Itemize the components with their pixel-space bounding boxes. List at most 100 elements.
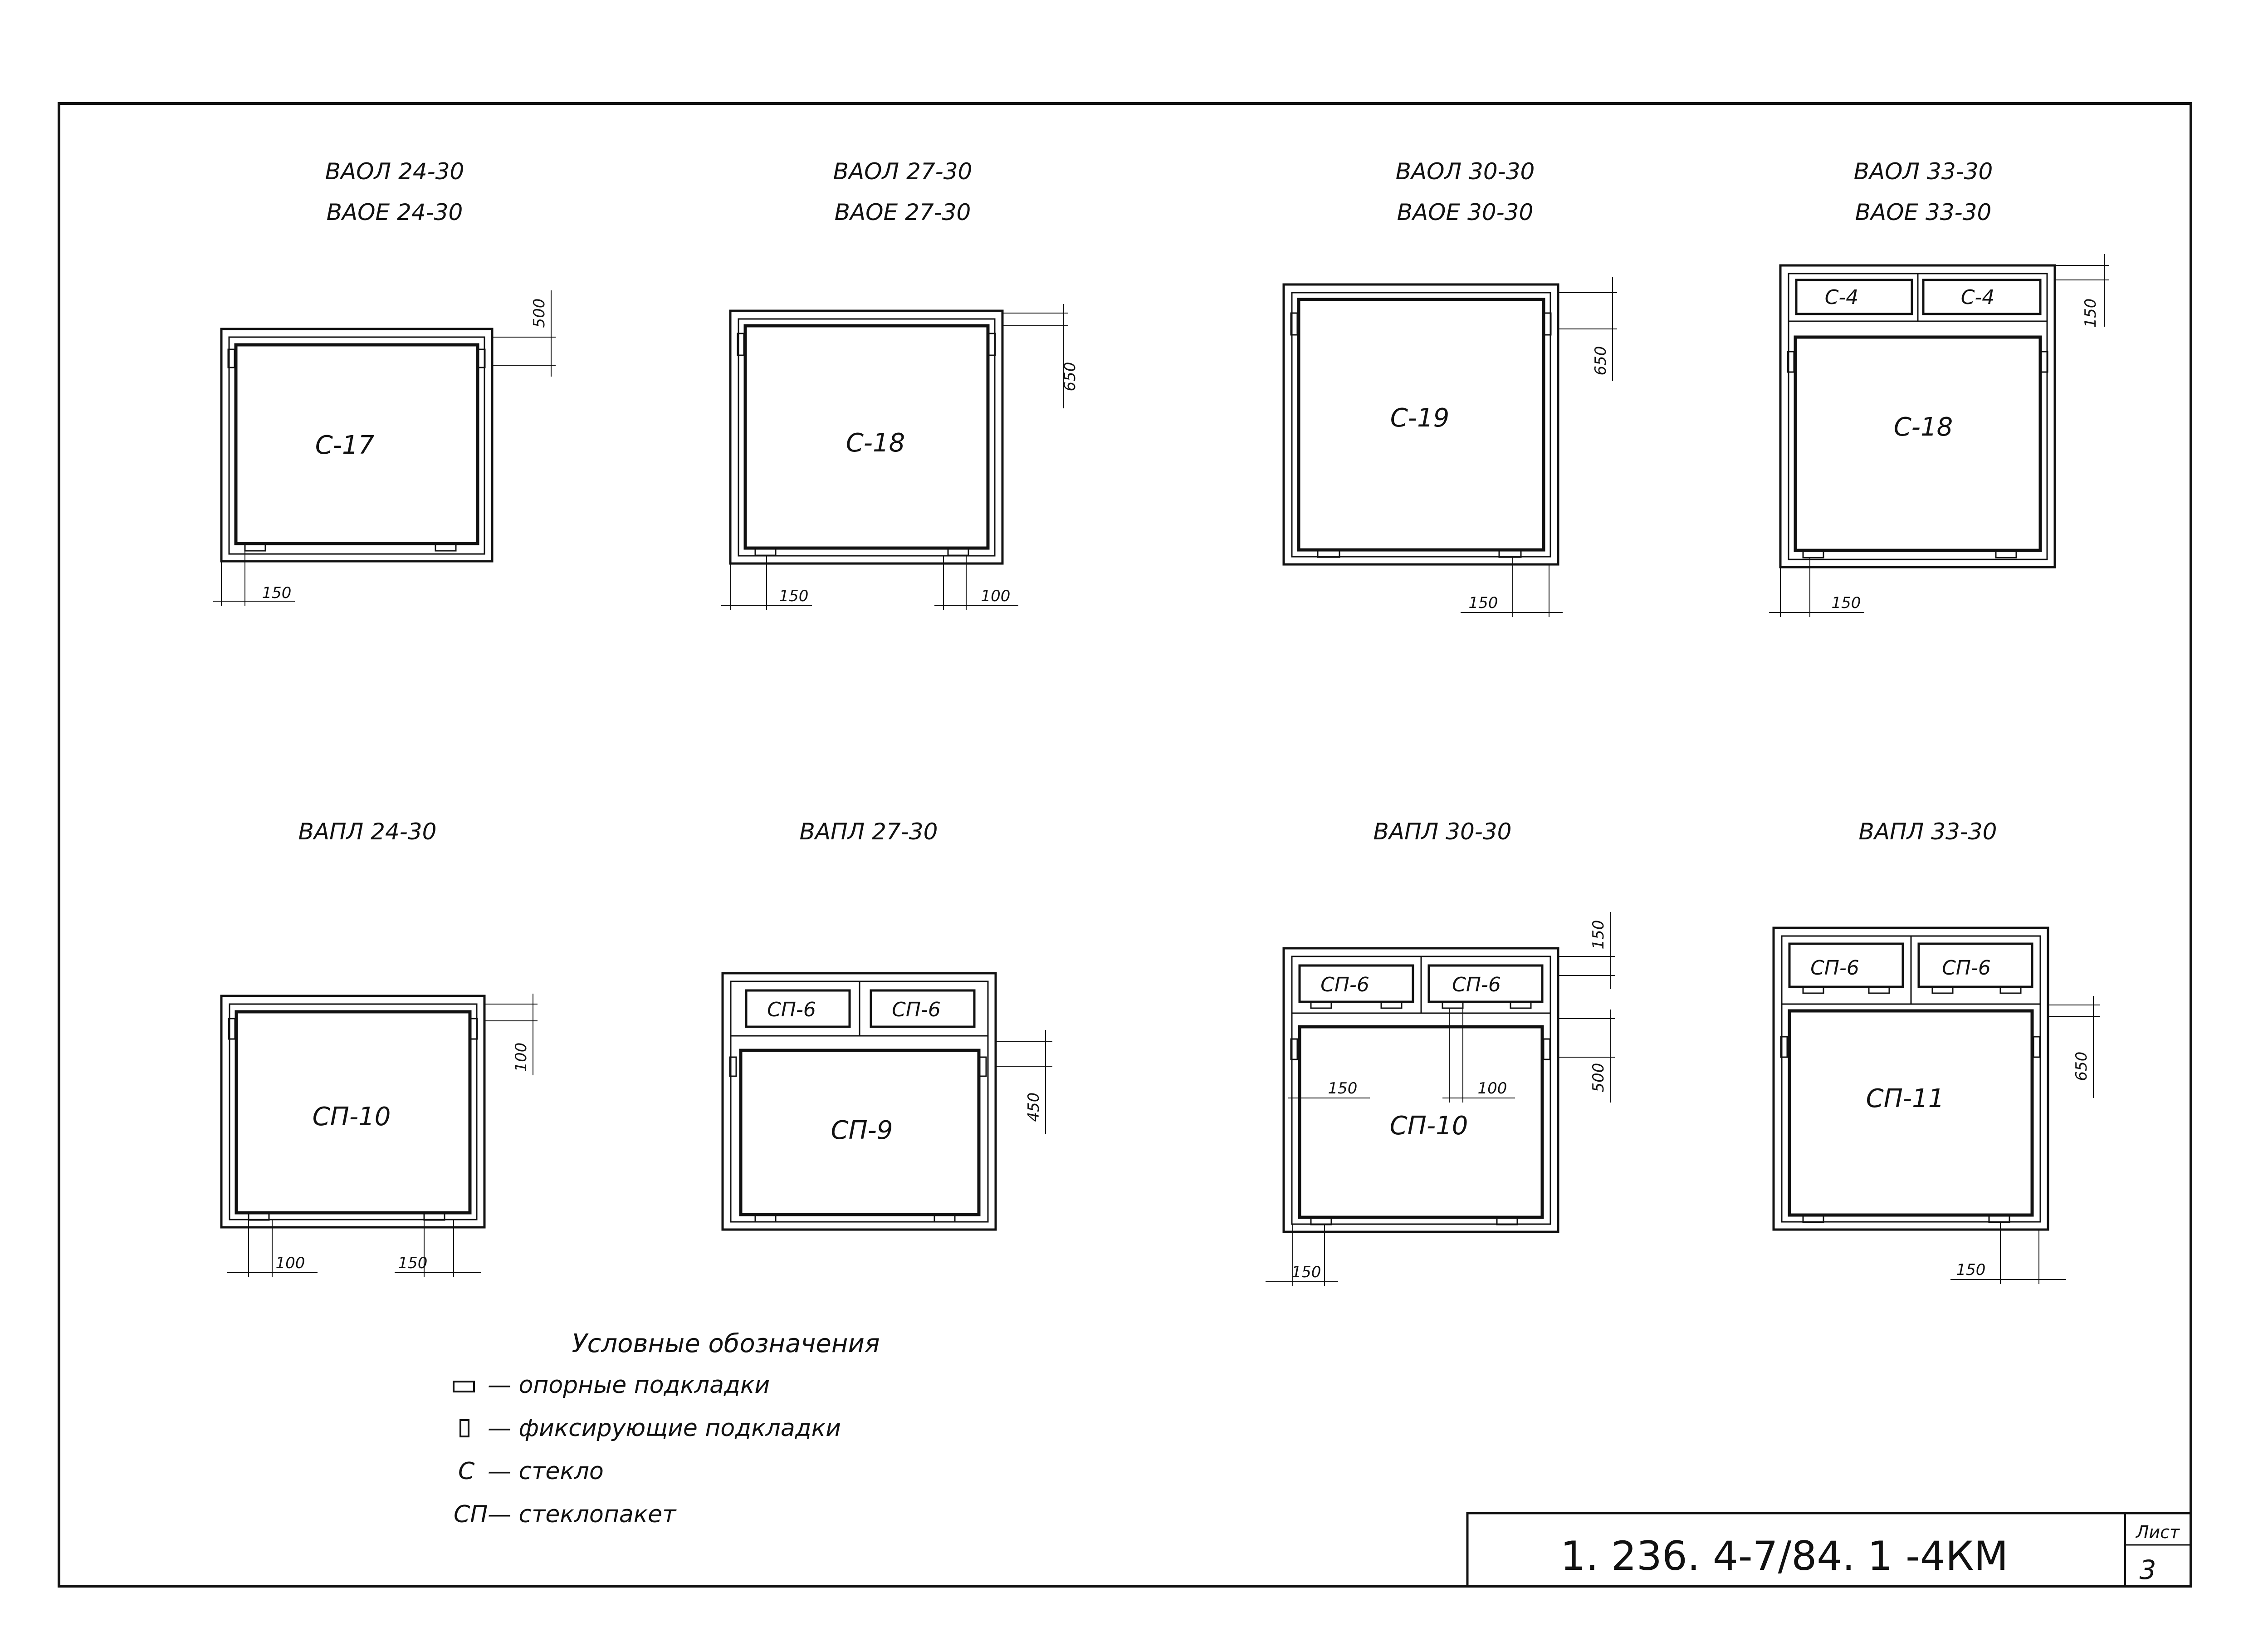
support-pad [754,547,777,556]
top-glass-pane [1795,279,1913,315]
legend: Условные обозначения — опорные подкладки… [453,1329,880,1528]
window-inner-frame [228,336,485,555]
top-glass-pane [1922,279,2042,315]
window-title: ВАПЛ 30-30 [1374,818,1512,845]
fixing-pad-symbol [459,1419,469,1437]
support-pad [1510,1001,1532,1009]
dimension-label: 100 [1478,1079,1507,1098]
fixing-pad [988,333,996,356]
support-pad [1498,549,1522,558]
top-glass-pane [1298,964,1414,1003]
dimension-label: 450 [1025,1093,1043,1122]
support-pad-symbol [453,1381,475,1392]
window-title: ВАПЛ 33-30 [1859,818,1997,845]
glass-label: СП-10 [1390,1111,1468,1141]
dimension-label: 150 [1589,920,1608,950]
glass-label: С-17 [315,431,375,460]
glass-pane [739,1049,981,1216]
fixing-pad [729,1056,737,1077]
dimension-label: 150 [1956,1261,1986,1279]
window-top-1: ВАОЛ 24-30 ВАОЕ 24-30 С-17 500 150 [213,158,556,606]
top-glass-label: СП-6 [1810,956,1859,980]
support-pad [1999,986,2022,994]
window-top-3: ВАОЛ 30-30 ВАОЕ 30-30 С-19 650 150 [1282,158,1617,617]
sheet-label: Лист [2135,1522,2180,1542]
top-glass-pane [1917,942,2033,988]
glass-pane [234,343,479,545]
window-frame [729,309,1004,565]
fixing-pad [227,348,235,368]
window-title: ВАПЛ 27-30 [800,818,938,845]
window-inner-frame [1291,292,1551,558]
window-frame [1282,947,1559,1233]
window-bottom-2: ВАПЛ 27-30 СП-6 СП-6 СП-9 450 [721,818,1052,1231]
dimension-label: 150 [1292,1263,1321,1281]
top-glass-label: С-4 [1825,286,1859,309]
fixing-pad [228,1018,236,1040]
support-pad [1380,1001,1403,1009]
glass-pane [1297,298,1545,552]
glass-pane [1794,335,2042,552]
drawing-frame [58,102,2192,1588]
fixing-pad [1787,351,1795,373]
support-pad [1802,549,1824,559]
window-inner-frame [738,318,996,557]
support-pad [1988,1214,2010,1223]
support-pad [423,1212,445,1221]
title-block-frame [1466,1512,2192,1588]
dimension-label: 150 [1469,594,1498,612]
fixing-pad [979,1056,987,1077]
window-title-secondary: ВАОЕ 33-30 [1855,199,1992,225]
dimension-label: 100 [981,587,1011,605]
top-glass-label: С-4 [1961,286,1995,309]
sheet-number: 3 [2140,1554,2156,1585]
top-glass-label: СП-6 [892,998,941,1021]
window-inner-frame [229,1003,478,1220]
dimension-label: 650 [2072,1052,2091,1081]
glass-label: СП-10 [313,1102,391,1132]
window-title-secondary: ВАОЕ 30-30 [1397,199,1534,225]
dimension-label: 150 [1832,594,1861,612]
dimension-label: 150 [779,587,809,605]
glass-pane [743,324,990,550]
support-pad [1442,1001,1464,1009]
fixing-pad [1290,312,1298,336]
glass-label: С-18 [846,428,905,458]
fixing-pad [1544,312,1552,336]
dimension-label: 650 [1061,362,1079,392]
window-title: ВАПЛ 24-30 [298,818,437,845]
document-code: 1. 236. 4-7/84. 1 -4КМ [1560,1533,2008,1579]
window-title-primary: ВАОЛ 30-30 [1396,158,1535,185]
support-pad [1317,549,1340,558]
support-pad [1310,1216,1332,1225]
window-title-secondary: ВАОЕ 24-30 [327,199,463,225]
fixing-pad [470,1018,478,1040]
fixing-pad [1543,1038,1551,1060]
window-title-secondary: ВАОЕ 27-30 [835,199,971,225]
support-pad [1310,1001,1332,1009]
glass-pane [1298,1025,1544,1219]
top-glass-pane [1788,942,1904,988]
glass-label: СП-9 [831,1116,893,1145]
dimension-label: 100 [276,1254,305,1272]
support-pad [1995,549,2017,559]
support-pad [435,543,457,552]
support-pad [1931,986,1954,994]
window-title-primary: ВАОЛ 27-30 [833,158,973,185]
fixing-pad [1780,1036,1788,1058]
window-frame [220,995,486,1229]
fixing-pad [2040,351,2048,373]
legend-item-symbol: С [458,1458,475,1485]
window-top-4: ВАОЛ 33-30 ВАОЕ 33-30 С-4 С-4 С-18 150 1… [1769,158,2109,617]
window-bottom-3: ВАПЛ 30-30 СП-6 СП-6 СП-10 150 500 150 1… [1266,818,1615,1286]
support-pad [1802,1214,1824,1223]
dimension-label: 650 [1592,346,1610,376]
window-frame [1779,264,2056,569]
legend-item-text: — фиксирующие подкладки [488,1415,841,1442]
top-glass-pane [870,989,976,1028]
fixing-pad [2033,1036,2041,1058]
fixing-pad [478,348,486,368]
legend-item-text: — стеклопакет [488,1501,677,1528]
dimension-label: 500 [530,299,548,328]
